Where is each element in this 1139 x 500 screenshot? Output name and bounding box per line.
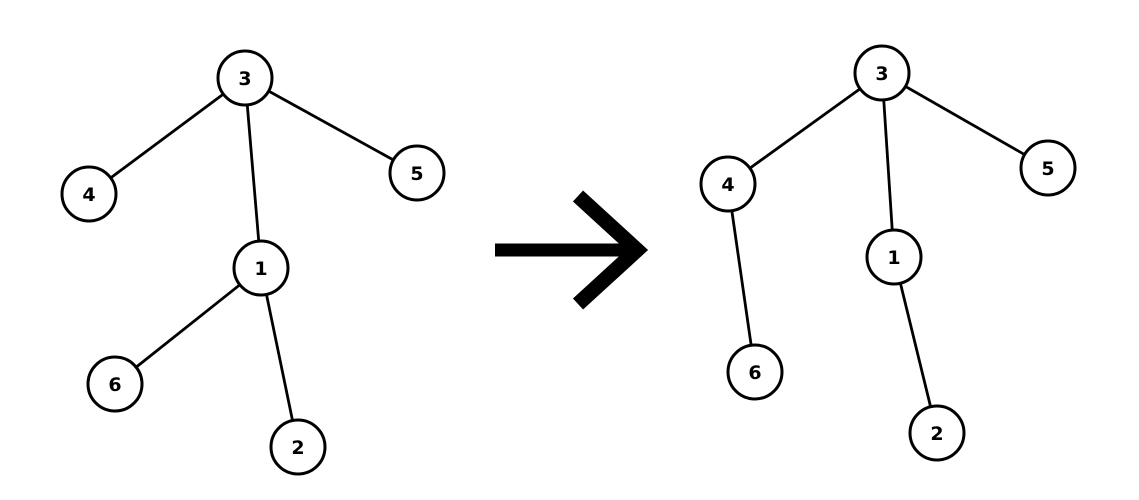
edge-3-1	[243, 77, 263, 269]
graph-node-6: 6	[86, 355, 144, 413]
after-tree: 3 4 5 1 6 2	[699, 44, 1077, 462]
graph-node-5: 5	[388, 144, 446, 202]
graph-node-2: 2	[908, 404, 966, 462]
node-label: 3	[238, 68, 251, 90]
node-label: 2	[291, 437, 304, 459]
edge-3-4	[727, 71, 883, 186]
arrow-head	[572, 190, 649, 310]
node-circle	[232, 239, 290, 297]
node-label: 6	[748, 362, 761, 384]
node-circle	[1019, 139, 1077, 197]
node-label: 4	[721, 174, 734, 196]
graph-node-1: 1	[232, 239, 290, 297]
edge-1-2	[259, 267, 300, 448]
node-circle	[388, 144, 446, 202]
edge-4-6	[726, 183, 757, 373]
node-label: 3	[875, 63, 888, 85]
node-label: 2	[930, 423, 943, 445]
edge-3-5	[881, 71, 1049, 170]
graph-node-5: 5	[1019, 139, 1077, 197]
node-circle	[853, 44, 911, 102]
node-circle	[726, 343, 784, 401]
transform-arrow-icon	[495, 190, 649, 310]
graph-node-3: 3	[216, 49, 274, 107]
node-label: 6	[108, 374, 121, 396]
edge-3-1	[880, 72, 896, 258]
node-label: 5	[410, 163, 423, 185]
node-circle	[216, 49, 274, 107]
edge-1-2	[892, 256, 939, 434]
node-label: 1	[887, 247, 900, 269]
graph-node-6: 6	[726, 343, 784, 401]
edge-3-4	[88, 76, 246, 196]
node-label: 1	[254, 258, 267, 280]
node-label: 4	[82, 184, 95, 206]
edge-3-5	[244, 76, 418, 175]
node-circle	[60, 165, 118, 223]
before-tree: 3 4 5 1 6 2	[60, 49, 446, 476]
edge-1-6	[114, 266, 262, 386]
node-circle	[908, 404, 966, 462]
graph-node-4: 4	[60, 165, 118, 223]
graph-node-3: 3	[853, 44, 911, 102]
graph-node-2: 2	[269, 418, 327, 476]
node-circle	[699, 155, 757, 213]
graph-node-4: 4	[699, 155, 757, 213]
node-circle	[86, 355, 144, 413]
node-label: 5	[1041, 158, 1054, 180]
node-circle	[269, 418, 327, 476]
node-circle	[865, 228, 923, 286]
graph-node-1: 1	[865, 228, 923, 286]
